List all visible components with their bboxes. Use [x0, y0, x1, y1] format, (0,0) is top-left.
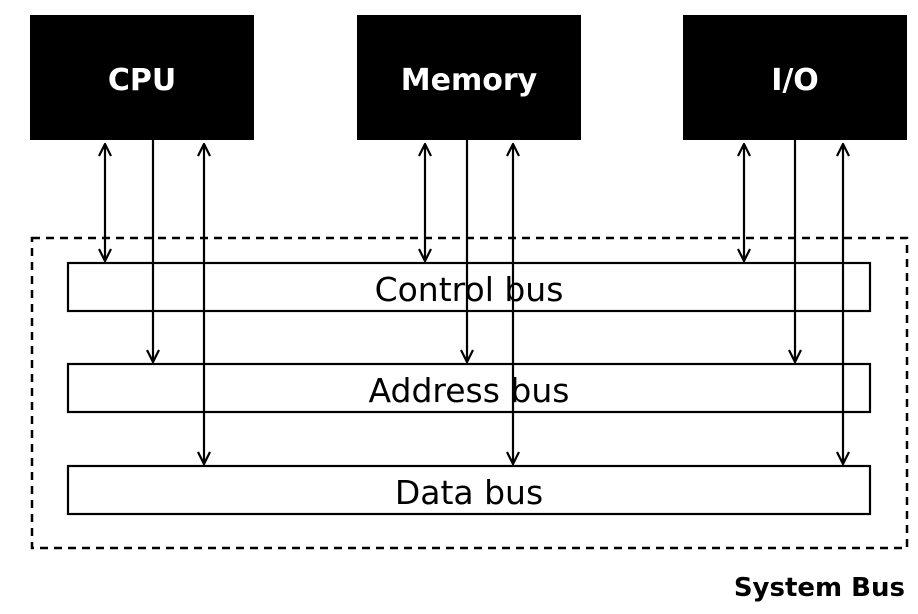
io-label: I/O [771, 63, 819, 98]
cpu-label: CPU [108, 63, 176, 98]
data-bus-bar [66, 464, 872, 516]
memory-block: Memory [357, 15, 581, 140]
data-bus-label: Data bus [395, 473, 543, 512]
data-bus: Data bus [66, 464, 872, 516]
control-bus-label: Control bus [375, 270, 564, 309]
control-bus: Control bus [66, 261, 872, 313]
address-bus: Address bus [66, 362, 872, 414]
system-bus-boundary [30, 236, 909, 550]
address-bus-label: Address bus [369, 371, 570, 410]
cpu-box [30, 15, 254, 140]
cpu-block: CPU [30, 15, 254, 140]
io-box [683, 15, 907, 140]
memory-box [357, 15, 581, 140]
system-bus-caption: System Bus [734, 573, 905, 603]
memory-label: Memory [401, 63, 538, 98]
io-block: I/O [683, 15, 907, 140]
